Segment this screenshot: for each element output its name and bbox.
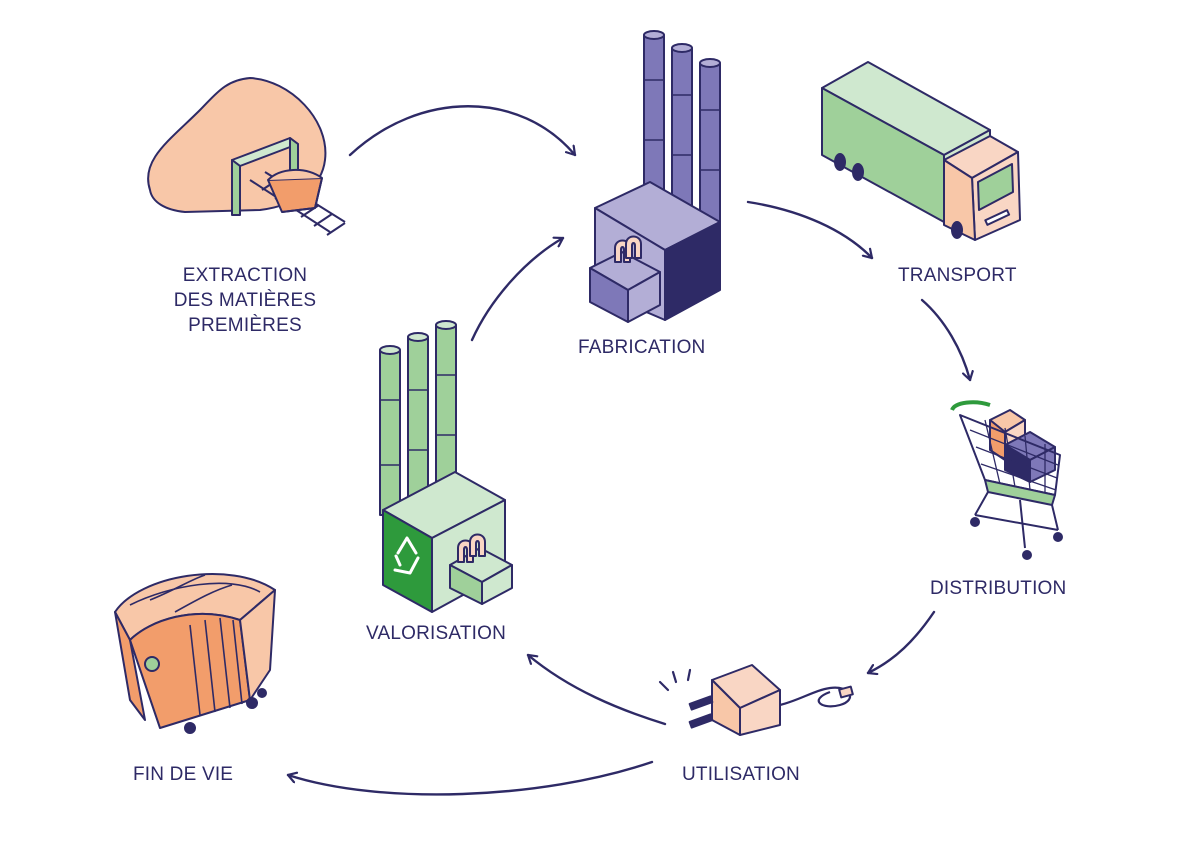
recycling-plant-icon: [379, 320, 513, 613]
label-fin-de-vie: FIN DE VIE: [133, 764, 234, 785]
label-distribution: DISTRIBUTION: [930, 578, 1067, 599]
label-transport: TRANSPORT: [898, 265, 1017, 286]
power-plug-icon: [658, 664, 854, 736]
arrow-transport-to-distribution: [920, 298, 970, 382]
mine-icon: [147, 77, 346, 236]
arrow-valorisation-to-fabrication: [470, 238, 565, 342]
waste-container-icon: [114, 573, 276, 734]
label-extraction: EXTRACTION DES MATIÈRES PREMIÈRES: [160, 263, 330, 338]
shopping-cart-icon: [950, 400, 1063, 560]
arrow-utilisation-to-fin-de-vie: [286, 760, 654, 796]
label-valorisation: VALORISATION: [366, 623, 507, 644]
arrow-utilisation-to-valorisation: [526, 653, 667, 726]
label-extraction-line3: PREMIÈRES: [188, 315, 302, 336]
label-fabrication: FABRICATION: [578, 337, 706, 358]
truck-icon: [821, 61, 1021, 241]
arrow-extraction-to-fabrication: [348, 105, 577, 157]
label-extraction-line1: EXTRACTION: [182, 265, 308, 286]
factory-icon: [589, 30, 721, 323]
label-extraction-line2: DES MATIÈRES: [173, 290, 317, 311]
arrow-fabrication-to-transport: [746, 200, 874, 260]
arrow-distribution-to-utilisation: [866, 610, 936, 673]
label-utilisation: UTILISATION: [682, 764, 800, 785]
